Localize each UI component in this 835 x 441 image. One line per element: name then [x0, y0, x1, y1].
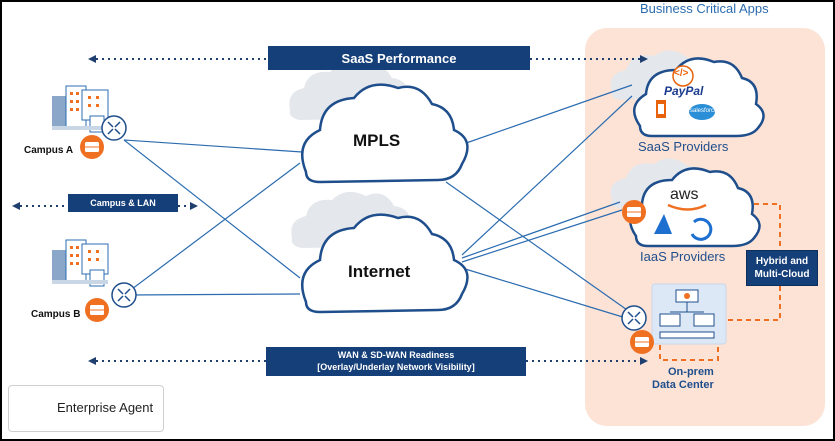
aws-smile-icon	[667, 203, 707, 211]
paypal-logo: PayPal	[664, 84, 704, 98]
iaas-app-icons	[654, 203, 713, 241]
agent-icon-datacenter	[630, 330, 654, 354]
dotted-arrows	[20, 58, 640, 362]
agent-icon-campus-a	[80, 135, 104, 159]
campus-b-label: Campus B	[31, 309, 81, 320]
router-icon-campus-a	[101, 115, 127, 141]
hybrid-line2: Multi-Cloud	[754, 269, 810, 280]
router-icon-datacenter	[621, 305, 647, 331]
iaas-providers-label: IaaS Providers	[640, 249, 726, 264]
saas-performance-bar: SaaS Performance	[268, 46, 530, 70]
router-icon-campus-b	[111, 282, 137, 308]
salesforce-logo-text: salesforce	[690, 108, 718, 114]
business-critical-apps-title: Business Critical Apps	[640, 1, 769, 16]
campus-lan-bar: Campus & LAN	[68, 194, 178, 212]
code-glyph: </>	[674, 68, 689, 79]
agent-icon-campus-b	[85, 298, 109, 322]
agent-icon-iaas	[622, 200, 646, 224]
azure-icon	[654, 214, 672, 234]
datacenter-label-line2: Data Center	[652, 379, 714, 391]
wan-readiness-line1: WAN & SD-WAN Readiness	[337, 350, 455, 361]
internet-label: Internet	[348, 262, 411, 281]
salesforce-icon	[689, 104, 715, 120]
hybrid-line1: Hybrid and	[755, 255, 809, 267]
saas-cloud	[633, 57, 765, 138]
aws-logo: aws	[670, 186, 699, 203]
saas-app-icons	[656, 65, 715, 120]
internet-cloud	[301, 213, 469, 314]
wan-readiness-bar: WAN & SD-WAN Readiness [Overlay/Underlay…	[266, 347, 526, 376]
legend-box	[8, 385, 164, 432]
campus-b-buildings	[52, 239, 109, 287]
datacenter-label-line1: On-prem	[668, 366, 714, 378]
hybrid-multicloud-box: Hybrid and Multi-Cloud	[746, 250, 818, 286]
provider-clouds	[629, 57, 765, 248]
campus-a-label: Campus A	[24, 145, 74, 156]
recycle-icon	[690, 217, 713, 241]
arrow-heads	[12, 55, 648, 365]
saas-providers-label: SaaS Providers	[638, 139, 729, 154]
code-icon	[672, 65, 694, 87]
mpls-cloud	[301, 83, 469, 184]
campus-a-buildings	[52, 85, 109, 133]
main-clouds	[301, 83, 469, 314]
connection-lines	[123, 84, 633, 319]
legend-enterprise-agent-label: Enterprise Agent	[57, 400, 154, 415]
mpls-label: MPLS	[353, 131, 401, 150]
datacenter-icon	[651, 283, 727, 345]
wan-readiness-line2: [Overlay/Underlay Network Visibility]	[317, 361, 475, 372]
